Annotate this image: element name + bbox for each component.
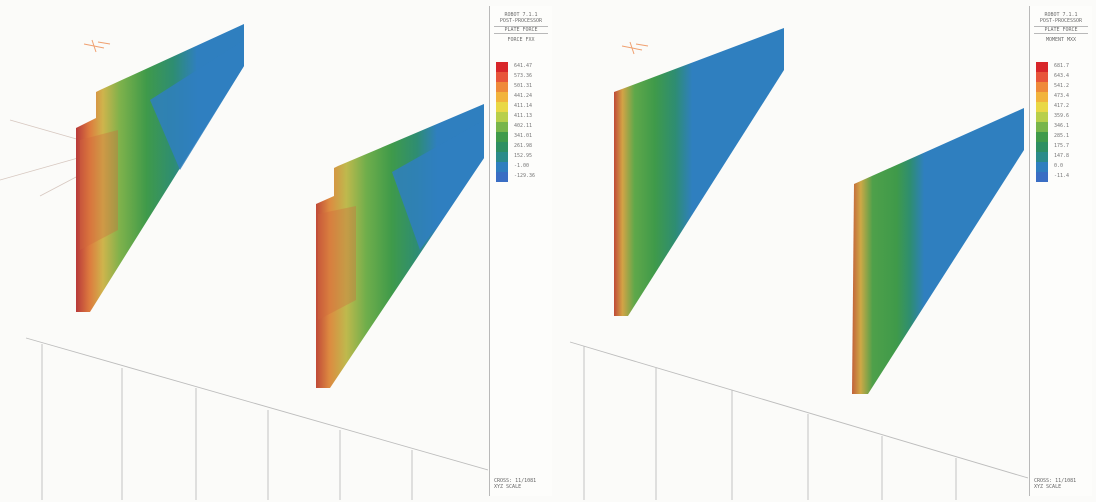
scale-value: -11.4	[1054, 173, 1070, 179]
legend-right: ROBOT 7.1.1 POST-PROCESSOR PLATE FORCE M…	[1029, 6, 1092, 496]
model-viewport-left[interactable]	[0, 0, 488, 502]
legend-title: PLATE FORCE	[494, 26, 548, 34]
scale-value: 0.0	[1054, 163, 1064, 169]
scale-value: 285.1	[1054, 133, 1070, 139]
scale-swatch	[496, 142, 508, 152]
result-panel-left: ROBOT 7.1.1 POST-PROCESSOR PLATE FORCE F…	[0, 0, 552, 502]
scale-swatch	[1036, 162, 1048, 172]
legend-footer: CROSS: 11/1081 XYZ SCALE	[490, 478, 536, 490]
scale-value: 152.95	[514, 153, 533, 159]
scale-value: 473.4	[1054, 93, 1070, 99]
plate-shell-2	[316, 104, 484, 388]
scale-swatch	[496, 82, 508, 92]
scale-swatch	[1036, 112, 1048, 122]
legend-footer-line1: CROSS: 11/1081	[1034, 478, 1077, 484]
legend-footer-line1: CROSS: 11/1081	[494, 478, 537, 484]
fem-plot-left	[0, 24, 488, 500]
scale-value: 359.6	[1054, 113, 1070, 119]
scale-swatch	[1036, 92, 1048, 102]
scale-value: 441.24	[514, 93, 533, 99]
legend-line1: ROBOT 7.1.1	[1044, 12, 1078, 18]
scale-swatch	[496, 122, 508, 132]
legend-line1: ROBOT 7.1.1	[504, 12, 538, 18]
plate-shell-1	[614, 28, 784, 316]
scale-value: 341.01	[514, 133, 533, 139]
legend-title: PLATE FORCE	[1034, 26, 1088, 34]
scale-value: 541.2	[1054, 83, 1070, 89]
axis-triad-icon	[83, 39, 111, 53]
legend-footer: CROSS: 11/1081 XYZ SCALE	[1030, 478, 1076, 490]
scale-swatch	[1036, 122, 1048, 132]
legend-subtitle: FORCE FXX	[507, 37, 535, 43]
support-frame	[569, 341, 1028, 500]
scale-swatch	[1036, 172, 1048, 182]
scale-value: 417.2	[1054, 103, 1070, 109]
scale-value: 681.7	[1054, 63, 1070, 69]
axis-triad-icon	[621, 41, 649, 55]
legend-line2: POST-PROCESSOR	[1039, 18, 1083, 24]
scale-swatch	[496, 112, 508, 122]
scale-value: 411.14	[514, 103, 533, 109]
scale-swatch	[1036, 82, 1048, 92]
scale-swatch	[496, 102, 508, 112]
scale-swatch	[496, 72, 508, 82]
scale-swatch	[1036, 132, 1048, 142]
scale-value: 411.13	[514, 113, 533, 119]
legend-subtitle: MOMENT MXX	[1045, 37, 1077, 43]
scale-value: -1.00	[514, 163, 530, 169]
scale-value: 175.7	[1054, 143, 1070, 149]
scale-swatch	[1036, 72, 1048, 82]
scale-value: 147.8	[1054, 153, 1070, 159]
legend-footer-line2: XYZ SCALE	[1034, 484, 1062, 490]
axis-lines	[0, 119, 81, 197]
scale-value: -129.36	[514, 173, 536, 179]
scale-swatch	[1036, 102, 1048, 112]
scale-value: 501.31	[514, 83, 533, 89]
plate-shell-1	[76, 24, 244, 312]
scale-swatch	[496, 172, 508, 182]
scale-value: 643.4	[1054, 73, 1070, 79]
scale-value: 573.36	[514, 73, 533, 79]
scale-value: 641.47	[514, 63, 533, 69]
scale-swatch	[1036, 62, 1048, 72]
legend-line2: POST-PROCESSOR	[499, 18, 543, 24]
scale-swatch	[496, 162, 508, 172]
scale-swatch	[496, 92, 508, 102]
plate-shell-2	[852, 108, 1024, 394]
legend-footer-line2: XYZ SCALE	[494, 484, 522, 490]
fem-plot-right	[569, 28, 1028, 500]
legend-header: ROBOT 7.1.1 POST-PROCESSOR PLATE FORCE	[1030, 6, 1092, 34]
scale-value: 402.11	[514, 123, 533, 129]
scale-swatch	[496, 62, 508, 72]
model-viewport-right[interactable]	[552, 0, 1028, 502]
scale-value: 261.98	[514, 143, 533, 149]
legend-header: ROBOT 7.1.1 POST-PROCESSOR PLATE FORCE	[490, 6, 552, 34]
result-panel-right: ROBOT 7.1.1 POST-PROCESSOR PLATE FORCE M…	[552, 0, 1096, 502]
scale-swatch	[1036, 142, 1048, 152]
scale-swatch	[1036, 152, 1048, 162]
scale-swatch	[496, 132, 508, 142]
scale-value: 346.1	[1054, 123, 1070, 129]
support-frame	[25, 337, 488, 500]
legend-left: ROBOT 7.1.1 POST-PROCESSOR PLATE FORCE F…	[489, 6, 552, 496]
scale-swatch	[496, 152, 508, 162]
